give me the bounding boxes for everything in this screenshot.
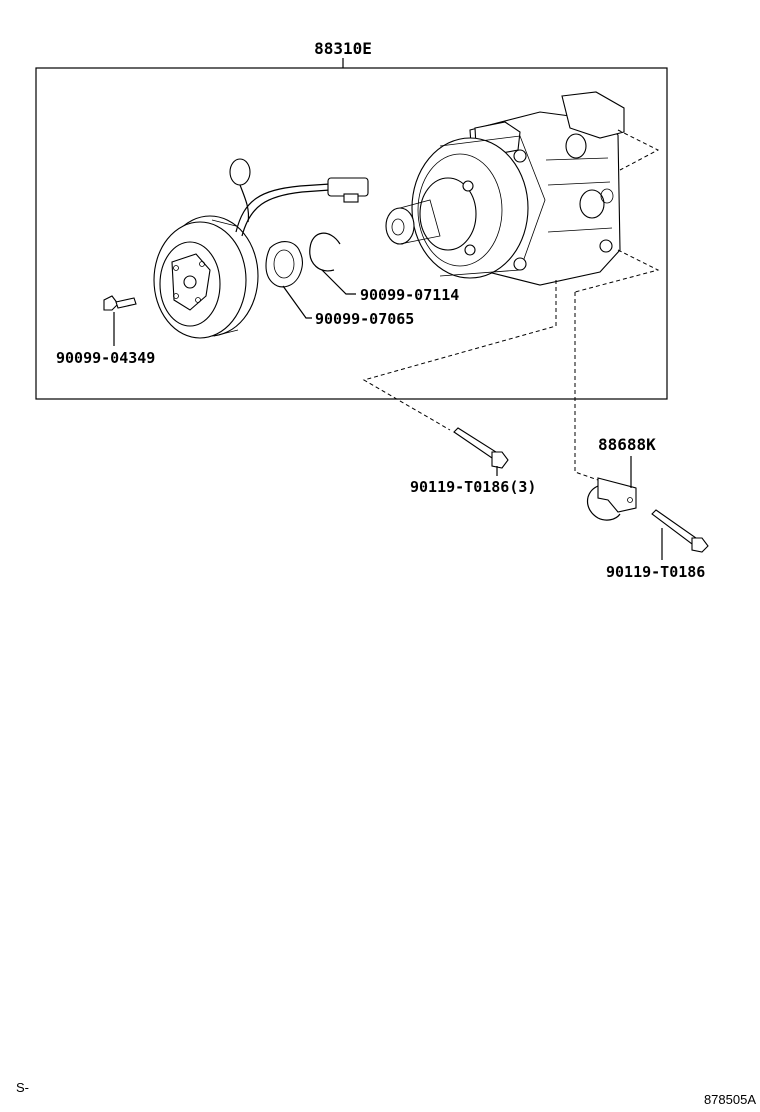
assembly-frame bbox=[35, 58, 668, 400]
leader-lines bbox=[113, 269, 663, 560]
label-assembly: 88310E bbox=[314, 39, 372, 58]
shim bbox=[265, 241, 303, 288]
clutch-pulley bbox=[153, 215, 259, 339]
bracket bbox=[586, 477, 637, 521]
label-bracket: 88688K bbox=[598, 435, 656, 454]
snap-ring bbox=[309, 232, 341, 272]
label-snap-ring: 90099-07114 bbox=[360, 286, 459, 304]
clutch-bolt bbox=[103, 295, 137, 311]
compressor-body bbox=[385, 91, 625, 286]
clutch-wire-harness bbox=[229, 158, 369, 237]
figure-number: 878505A bbox=[704, 1092, 756, 1107]
label-shim: 90099-07065 bbox=[315, 310, 414, 328]
leader-dashes bbox=[362, 129, 660, 481]
label-bracket-bolt: 90119-T0186 bbox=[606, 563, 705, 581]
bracket-bolt bbox=[651, 509, 709, 553]
mount-bolt bbox=[453, 427, 509, 469]
footer-left-code: S- bbox=[16, 1080, 29, 1095]
label-mount-bolt: 90119-T0186(3) bbox=[410, 478, 536, 496]
label-clutch-bolt: 90099-04349 bbox=[56, 349, 155, 367]
